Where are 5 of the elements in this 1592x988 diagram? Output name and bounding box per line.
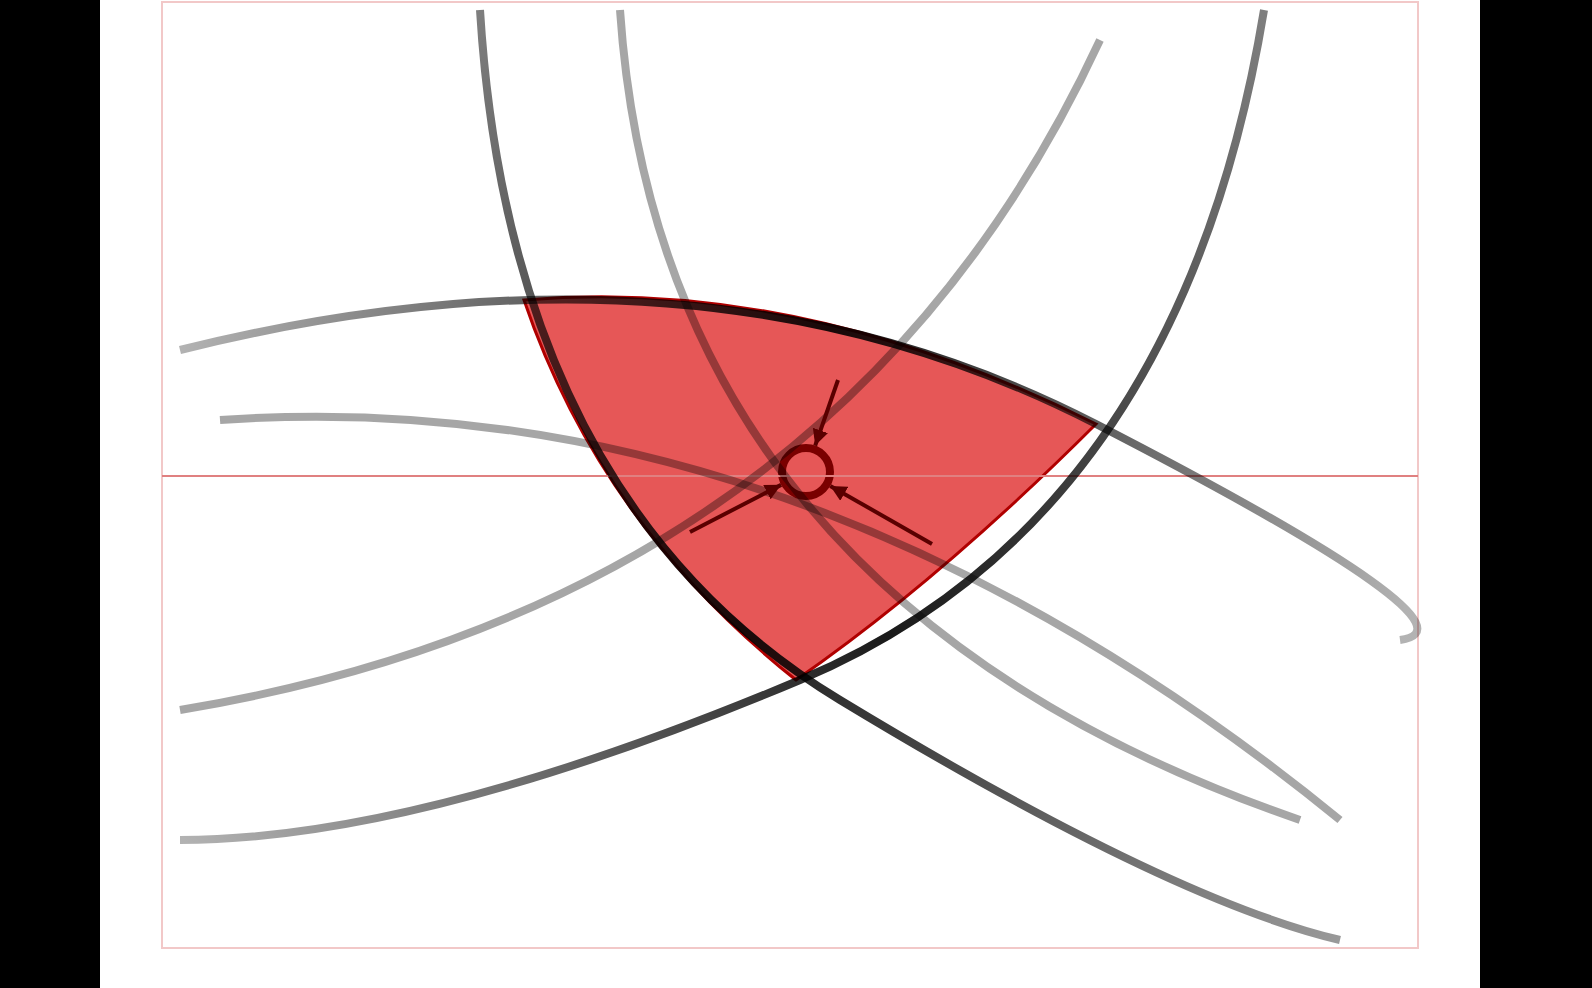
arrow [829, 484, 933, 546]
shaded-region [522, 295, 1098, 682]
arrow [812, 379, 840, 447]
arrow [689, 483, 783, 534]
target-circle [778, 444, 834, 500]
